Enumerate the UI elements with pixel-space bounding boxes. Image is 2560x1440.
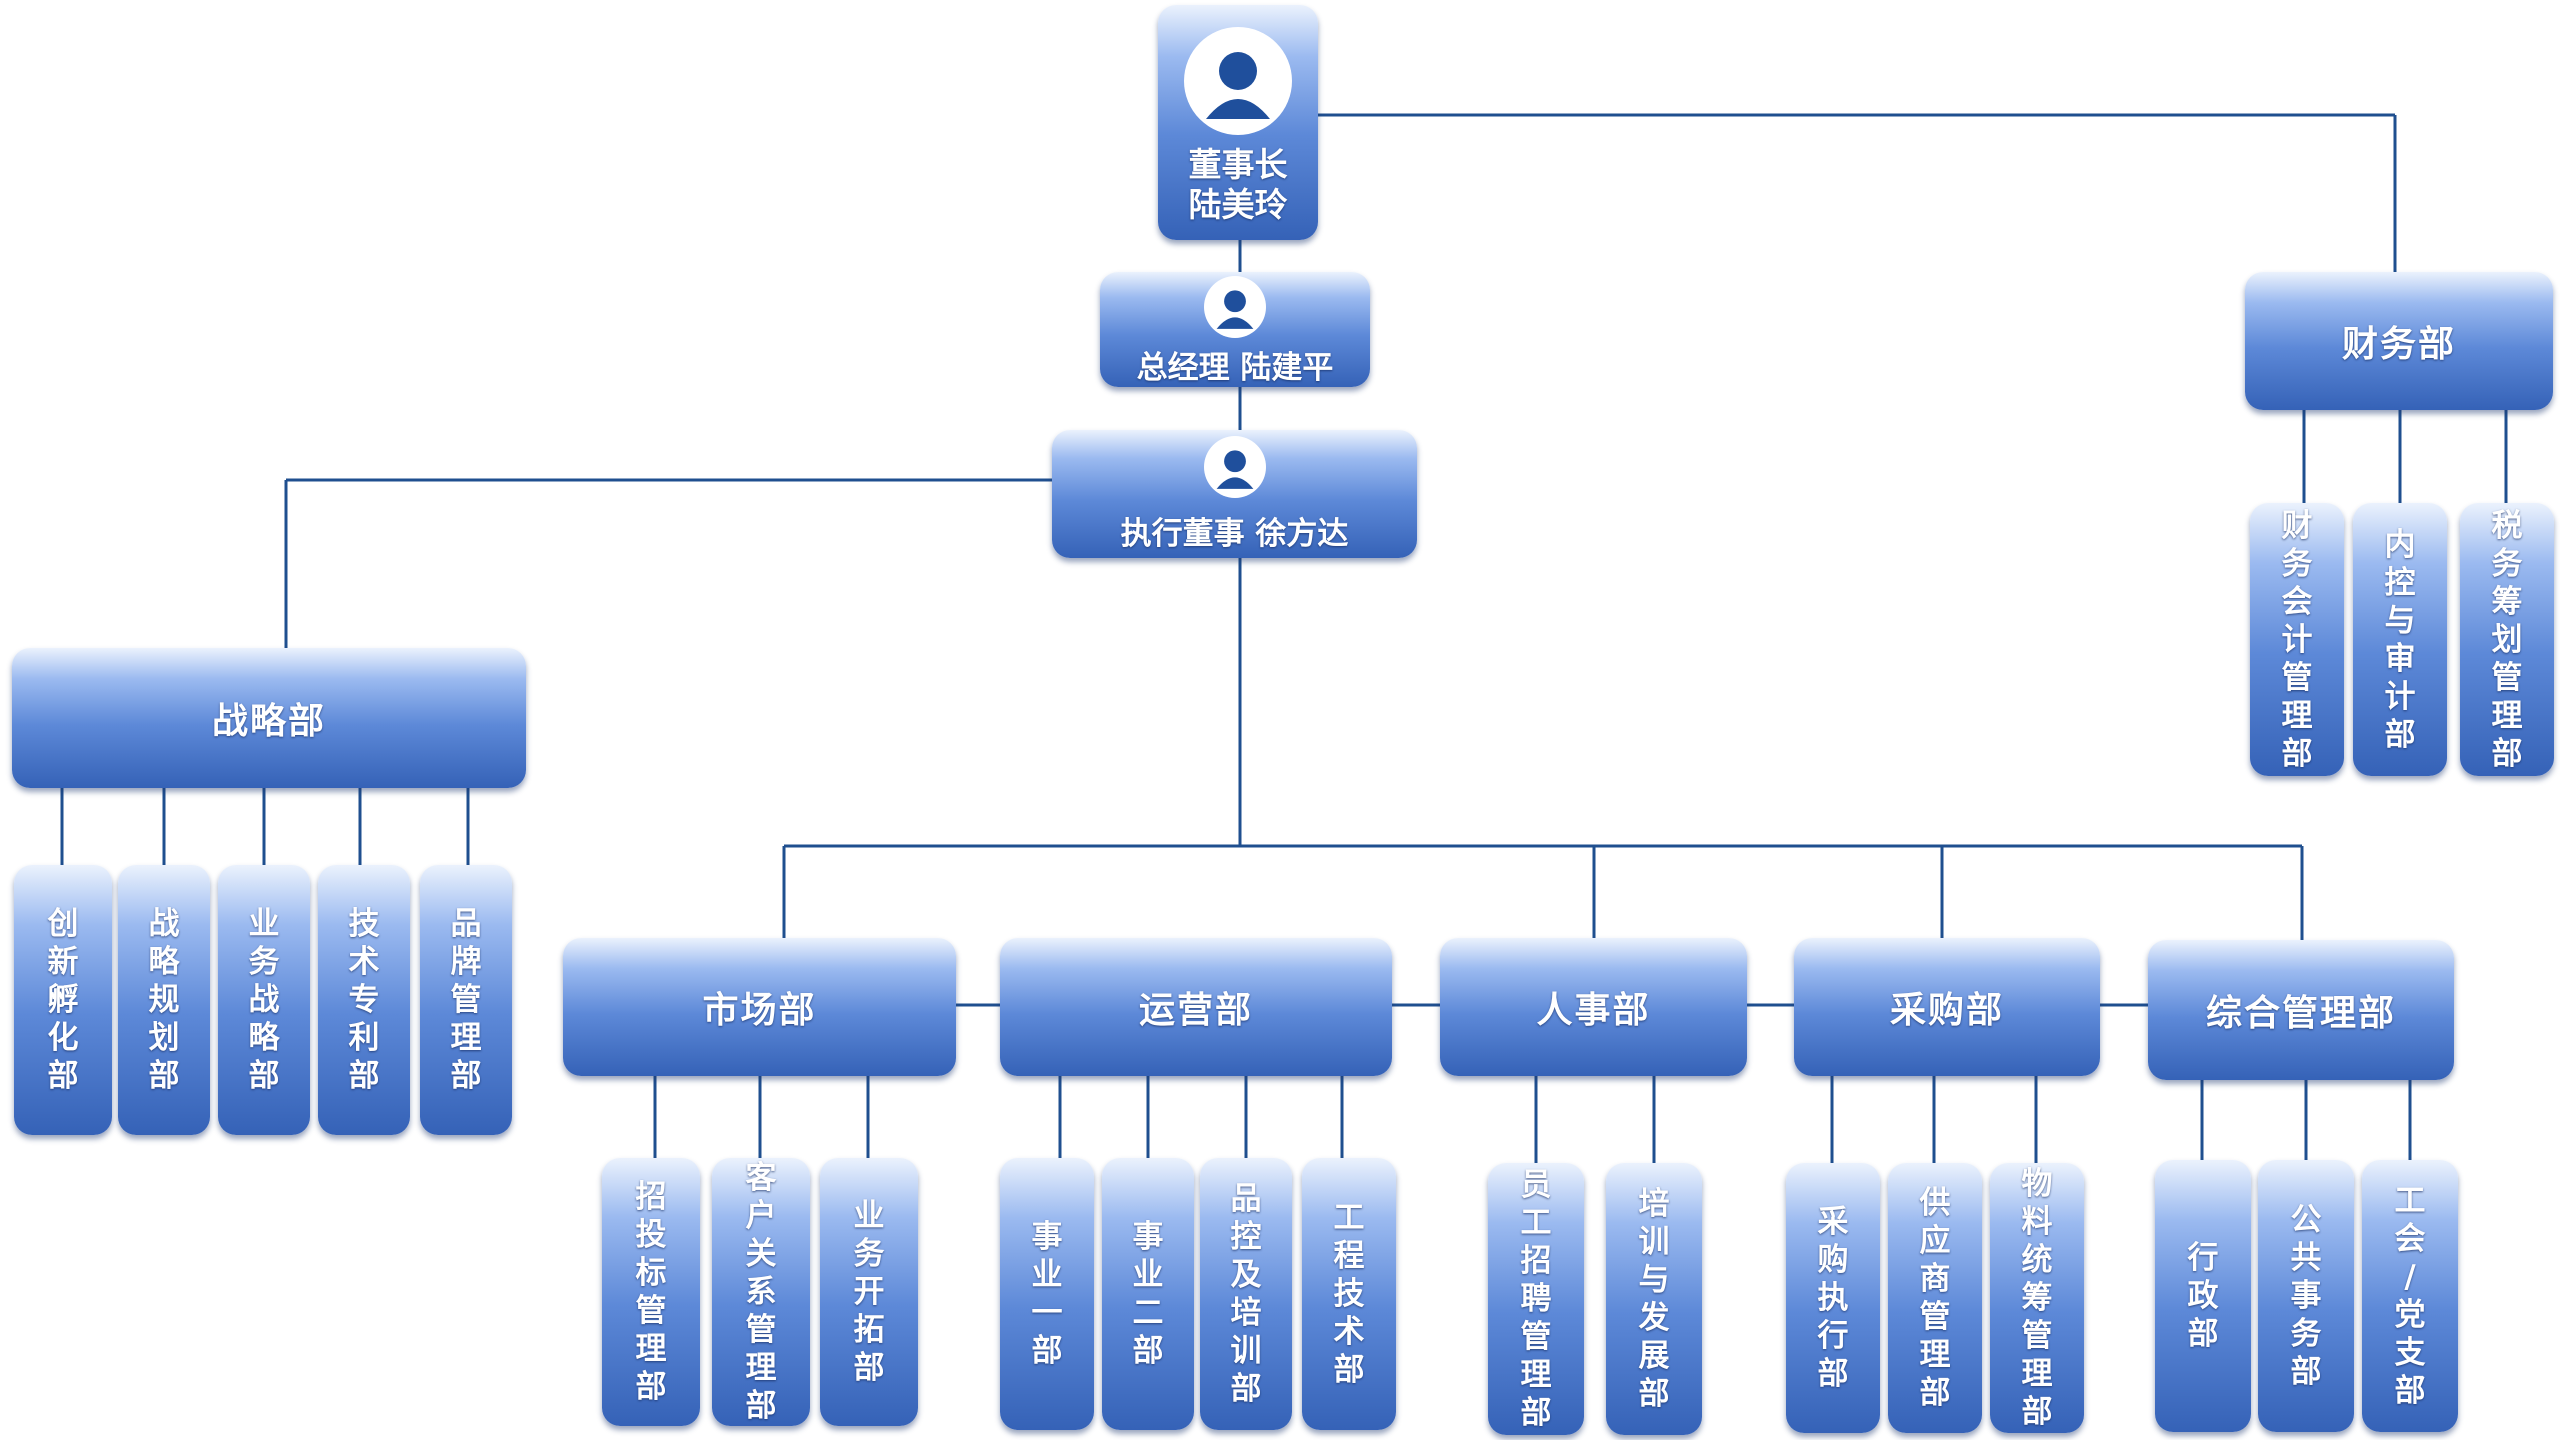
sub-dept-label: 业务战略部 xyxy=(248,906,280,1094)
sub-dept-label: 客户关系管理部 xyxy=(745,1160,777,1424)
hr-sub-1[interactable]: 员工招聘管理部 xyxy=(1488,1163,1584,1435)
chairman-title: 董事长 xyxy=(1188,145,1288,184)
sub-dept-label: 财务会计管理部 xyxy=(2281,507,2313,772)
general-admin-dept[interactable]: 综合管理部 xyxy=(2148,940,2454,1080)
general-admin-sub-3[interactable]: 工会/党支部 xyxy=(2362,1160,2458,1432)
sub-dept-label: 品控及培训部 xyxy=(1230,1181,1262,1407)
hr-dept[interactable]: 人事部 xyxy=(1440,938,1747,1076)
user-avatar-icon xyxy=(1184,27,1292,135)
strategy-sub-4[interactable]: 技术专利部 xyxy=(318,865,410,1135)
operations-sub-1[interactable]: 事业一部 xyxy=(1000,1158,1094,1430)
marketing-sub-2[interactable]: 客户关系管理部 xyxy=(712,1158,810,1426)
procurement-sub-1[interactable]: 采购执行部 xyxy=(1786,1163,1880,1433)
general-manager-label: 总经理 陆建平 xyxy=(1136,350,1334,386)
sub-dept-label: 创新孵化部 xyxy=(47,906,79,1094)
sub-dept-label: 物料统筹管理部 xyxy=(2021,1166,2053,1430)
sub-dept-label: 招投标管理部 xyxy=(635,1179,667,1405)
general-admin-sub-1[interactable]: 行政部 xyxy=(2155,1160,2251,1432)
exec-director-label: 执行董事 徐方达 xyxy=(1120,516,1349,552)
strategy-dept[interactable]: 战略部 xyxy=(12,648,526,788)
finance-sub-3[interactable]: 税务筹划管理部 xyxy=(2460,503,2554,776)
sub-dept-label: 公共事务部 xyxy=(2290,1202,2322,1390)
strategy-sub-3[interactable]: 业务战略部 xyxy=(218,865,310,1135)
finance-sub-2[interactable]: 内控与审计部 xyxy=(2353,503,2447,776)
procurement-sub-3[interactable]: 物料统筹管理部 xyxy=(1990,1163,2084,1433)
sub-dept-label: 员工招聘管理部 xyxy=(1520,1167,1552,1431)
sub-dept-label: 技术专利部 xyxy=(348,906,380,1094)
chairman-node[interactable]: 董事长 陆美玲 xyxy=(1158,5,1318,240)
operations-sub-4[interactable]: 工程技术部 xyxy=(1302,1158,1396,1430)
sub-dept-label: 业务开拓部 xyxy=(853,1198,885,1386)
marketing-sub-3[interactable]: 业务开拓部 xyxy=(820,1158,918,1426)
sub-dept-label: 工程技术部 xyxy=(1333,1200,1365,1388)
sub-dept-label: 战略规划部 xyxy=(148,906,180,1094)
sub-dept-label: 供应商管理部 xyxy=(1919,1185,1951,1411)
finance-dept[interactable]: 财务部 xyxy=(2245,272,2553,410)
chairman-name: 陆美玲 xyxy=(1188,185,1288,224)
operations-sub-2[interactable]: 事业二部 xyxy=(1102,1158,1194,1430)
sub-dept-label: 品牌管理部 xyxy=(450,906,482,1094)
user-avatar-icon xyxy=(1204,276,1266,338)
exec-director-node[interactable]: 执行董事 徐方达 xyxy=(1052,430,1417,558)
operations-sub-3[interactable]: 品控及培训部 xyxy=(1200,1158,1292,1430)
sub-dept-label: 税务筹划管理部 xyxy=(2491,507,2523,772)
sub-dept-label: 内控与审计部 xyxy=(2384,526,2416,753)
sub-dept-label: 采购执行部 xyxy=(1817,1204,1849,1392)
sub-dept-label: 培训与发展部 xyxy=(1638,1186,1670,1412)
strategy-sub-1[interactable]: 创新孵化部 xyxy=(14,865,112,1135)
procurement-sub-2[interactable]: 供应商管理部 xyxy=(1888,1163,1982,1433)
hr-sub-2[interactable]: 培训与发展部 xyxy=(1606,1163,1702,1435)
user-avatar-icon xyxy=(1203,436,1266,498)
marketing-dept[interactable]: 市场部 xyxy=(563,938,956,1076)
marketing-sub-1[interactable]: 招投标管理部 xyxy=(602,1158,700,1426)
finance-sub-1[interactable]: 财务会计管理部 xyxy=(2250,503,2344,776)
sub-dept-label: 事业二部 xyxy=(1132,1219,1164,1369)
procurement-dept[interactable]: 采购部 xyxy=(1794,938,2100,1076)
sub-dept-label: 事业一部 xyxy=(1031,1219,1063,1369)
operations-dept[interactable]: 运营部 xyxy=(1000,938,1392,1076)
sub-dept-label: 行政部 xyxy=(2187,1240,2219,1352)
strategy-sub-5[interactable]: 品牌管理部 xyxy=(420,865,512,1135)
general-admin-sub-2[interactable]: 公共事务部 xyxy=(2258,1160,2354,1432)
sub-dept-label: 工会/党支部 xyxy=(2394,1183,2426,1409)
general-manager-node[interactable]: 总经理 陆建平 xyxy=(1100,272,1370,387)
strategy-sub-2[interactable]: 战略规划部 xyxy=(118,865,210,1135)
